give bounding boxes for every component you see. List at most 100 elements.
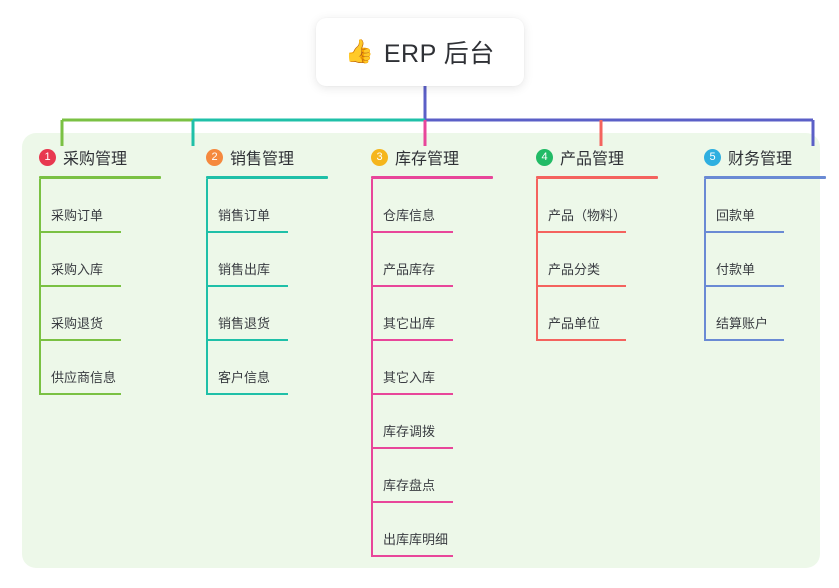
branch-title-5: 财务管理 — [728, 151, 793, 168]
leaf-node-label: 产品单位 — [548, 316, 601, 331]
leaf-node-label: 销售出库 — [218, 262, 271, 277]
leaf-node-rule — [206, 393, 288, 395]
branch-spine-4 — [536, 179, 538, 341]
branch-column-3: 3 库存管理仓库信息产品库存其它出库其它入库库存调拨库存盘点出库库明细 — [357, 144, 522, 557]
leaf-node-rule — [371, 231, 453, 233]
branch-badge-4: 4 — [536, 148, 553, 166]
leaf-node-rule — [536, 339, 626, 341]
leaf-node[interactable]: 其它入库 — [357, 341, 522, 395]
leaf-node[interactable]: 产品分类 — [522, 233, 692, 287]
branch-header-rule-4 — [536, 176, 658, 179]
branch-spine-5 — [704, 179, 706, 341]
branch-badge-5: 5 — [704, 148, 721, 166]
branch-spine-3 — [371, 179, 373, 557]
leaf-node[interactable]: 供应商信息 — [25, 341, 190, 395]
leaf-node[interactable]: 回款单 — [690, 179, 839, 233]
leaf-node-label: 回款单 — [716, 208, 756, 223]
leaf-node[interactable]: 销售出库 — [192, 233, 357, 287]
leaf-node-label: 其它出库 — [383, 316, 436, 331]
branch-header-5[interactable]: 5 财务管理 — [690, 144, 839, 170]
leaf-node-rule — [39, 285, 121, 287]
branch-header-1[interactable]: 1 采购管理 — [25, 144, 190, 170]
branch-badge-2: 2 — [206, 148, 223, 166]
leaf-node-rule — [39, 393, 121, 395]
leaf-node-label: 结算账户 — [716, 316, 769, 331]
branch-header-rule-1 — [39, 176, 161, 179]
leaf-node-rule — [371, 393, 453, 395]
branch-spine-1 — [39, 179, 41, 395]
leaf-node[interactable]: 仓库信息 — [357, 179, 522, 233]
leaf-node-rule — [371, 555, 453, 557]
branch-title-1: 采购管理 — [63, 151, 128, 168]
leaf-node-label: 其它入库 — [383, 370, 436, 385]
branch-header-2[interactable]: 2 销售管理 — [192, 144, 357, 170]
leaf-node-rule — [39, 339, 121, 341]
leaf-node[interactable]: 库存盘点 — [357, 449, 522, 503]
leaf-node-label: 供应商信息 — [51, 370, 117, 385]
leaf-node[interactable]: 产品（物料） — [522, 179, 692, 233]
branch-items-2: 销售订单销售出库销售退货客户信息 — [192, 179, 357, 395]
branch-spine-2 — [206, 179, 208, 395]
leaf-node[interactable]: 采购退货 — [25, 287, 190, 341]
leaf-node[interactable]: 产品库存 — [357, 233, 522, 287]
leaf-node[interactable]: 客户信息 — [192, 341, 357, 395]
leaf-node-label: 采购订单 — [51, 208, 104, 223]
leaf-node-label: 销售退货 — [218, 316, 271, 331]
leaf-node-label: 付款单 — [716, 262, 756, 277]
diagram-panel-background — [22, 133, 820, 568]
leaf-node-label: 采购入库 — [51, 262, 104, 277]
leaf-node[interactable]: 销售退货 — [192, 287, 357, 341]
branch-column-5: 5 财务管理回款单付款单结算账户 — [690, 144, 839, 341]
leaf-node-label: 销售订单 — [218, 208, 271, 223]
branch-column-1: 1 采购管理采购订单采购入库采购退货供应商信息 — [25, 144, 190, 395]
leaf-node-rule — [536, 285, 626, 287]
leaf-node-rule — [206, 285, 288, 287]
branch-header-rule-2 — [206, 176, 328, 179]
leaf-node-rule — [206, 339, 288, 341]
branch-items-3: 仓库信息产品库存其它出库其它入库库存调拨库存盘点出库库明细 — [357, 179, 522, 557]
branch-items-5: 回款单付款单结算账户 — [690, 179, 839, 341]
leaf-node-rule — [371, 447, 453, 449]
leaf-node-label: 出库库明细 — [383, 532, 449, 547]
leaf-node-label: 仓库信息 — [383, 208, 436, 223]
branch-title-3: 库存管理 — [395, 151, 460, 168]
branch-header-4[interactable]: 4 产品管理 — [522, 144, 692, 170]
branch-header-3[interactable]: 3 库存管理 — [357, 144, 522, 170]
branch-title-2: 销售管理 — [230, 151, 295, 168]
branch-header-rule-3 — [371, 176, 493, 179]
leaf-node[interactable]: 销售订单 — [192, 179, 357, 233]
branch-column-4: 4 产品管理产品（物料） 产品分类产品单位 — [522, 144, 692, 341]
leaf-node-rule — [536, 231, 626, 233]
branch-column-2: 2 销售管理销售订单销售出库销售退货客户信息 — [192, 144, 357, 395]
leaf-node[interactable]: 库存调拨 — [357, 395, 522, 449]
leaf-node-rule — [704, 231, 784, 233]
leaf-node-label: 采购退货 — [51, 316, 104, 331]
branch-items-4: 产品（物料） 产品分类产品单位 — [522, 179, 692, 341]
leaf-node[interactable]: 出库库明细 — [357, 503, 522, 557]
thumbs-up-icon: 👍 — [345, 37, 374, 64]
branch-badge-3: 3 — [371, 148, 388, 166]
leaf-node-rule — [206, 231, 288, 233]
leaf-node-label: 产品库存 — [383, 262, 436, 277]
branch-badge-1: 1 — [39, 148, 56, 166]
leaf-node-rule — [371, 339, 453, 341]
branch-items-1: 采购订单采购入库采购退货供应商信息 — [25, 179, 190, 395]
branch-title-4: 产品管理 — [560, 151, 625, 168]
leaf-node[interactable]: 采购订单 — [25, 179, 190, 233]
leaf-node-label: 库存盘点 — [383, 478, 436, 493]
leaf-node-rule — [371, 501, 453, 503]
leaf-node-rule — [371, 285, 453, 287]
branch-header-rule-5 — [704, 176, 826, 179]
root-node-card[interactable]: 👍 ERP 后台 — [316, 18, 524, 86]
leaf-node[interactable]: 付款单 — [690, 233, 839, 287]
leaf-node-rule — [39, 231, 121, 233]
root-node-title: ERP 后台 — [383, 40, 495, 68]
leaf-node-rule — [704, 339, 784, 341]
leaf-node[interactable]: 产品单位 — [522, 287, 692, 341]
leaf-node[interactable]: 采购入库 — [25, 233, 190, 287]
leaf-node-label: 库存调拨 — [383, 424, 436, 439]
leaf-node[interactable]: 结算账户 — [690, 287, 839, 341]
leaf-node-label: 产品分类 — [548, 262, 601, 277]
leaf-node[interactable]: 其它出库 — [357, 287, 522, 341]
leaf-node-rule — [704, 285, 784, 287]
